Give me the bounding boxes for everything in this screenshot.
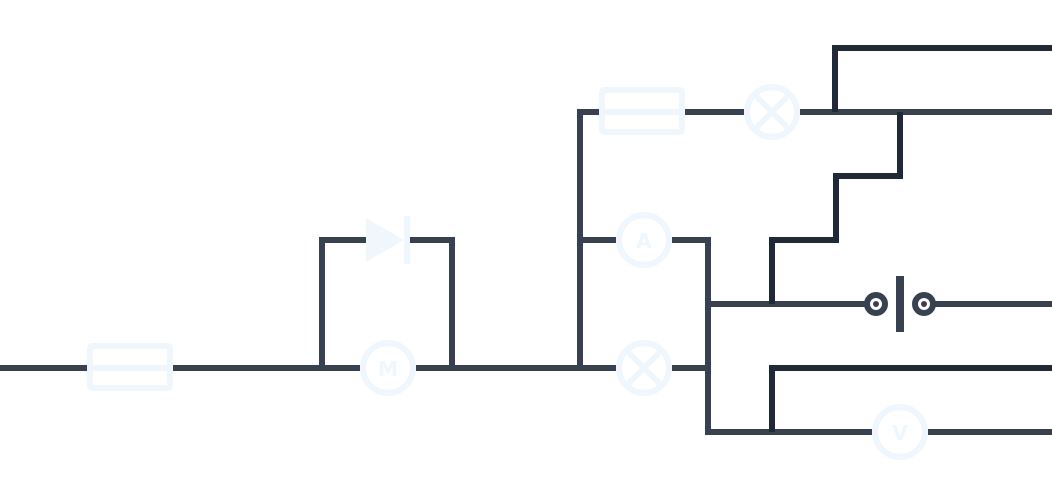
wire-dark-staircase xyxy=(769,112,903,304)
wire-diode-right xyxy=(410,237,455,368)
wire-dark-top-loop xyxy=(832,45,1052,112)
lamp-icon[interactable] xyxy=(616,340,672,396)
wire-branch-left-rail xyxy=(319,237,366,368)
voltmeter-icon[interactable]: V xyxy=(872,404,928,460)
battery-icon[interactable] xyxy=(864,276,936,332)
motor-label: M xyxy=(378,357,398,381)
ammeter-label: A xyxy=(636,229,652,253)
lamp-icon[interactable] xyxy=(744,84,800,140)
ammeter-icon[interactable]: A xyxy=(616,212,672,268)
wires xyxy=(0,45,1052,435)
diode-icon[interactable] xyxy=(366,216,410,264)
fuse-icon[interactable] xyxy=(599,87,685,135)
fuse-icon[interactable] xyxy=(87,343,173,391)
components: M A xyxy=(87,84,936,460)
motor-icon[interactable]: M xyxy=(360,340,416,396)
wire-bus-vertical xyxy=(577,109,602,368)
voltmeter-label: V xyxy=(892,421,908,445)
wire-from-ammeter xyxy=(672,237,872,435)
wire-dark-bottom-loop xyxy=(769,365,1052,432)
